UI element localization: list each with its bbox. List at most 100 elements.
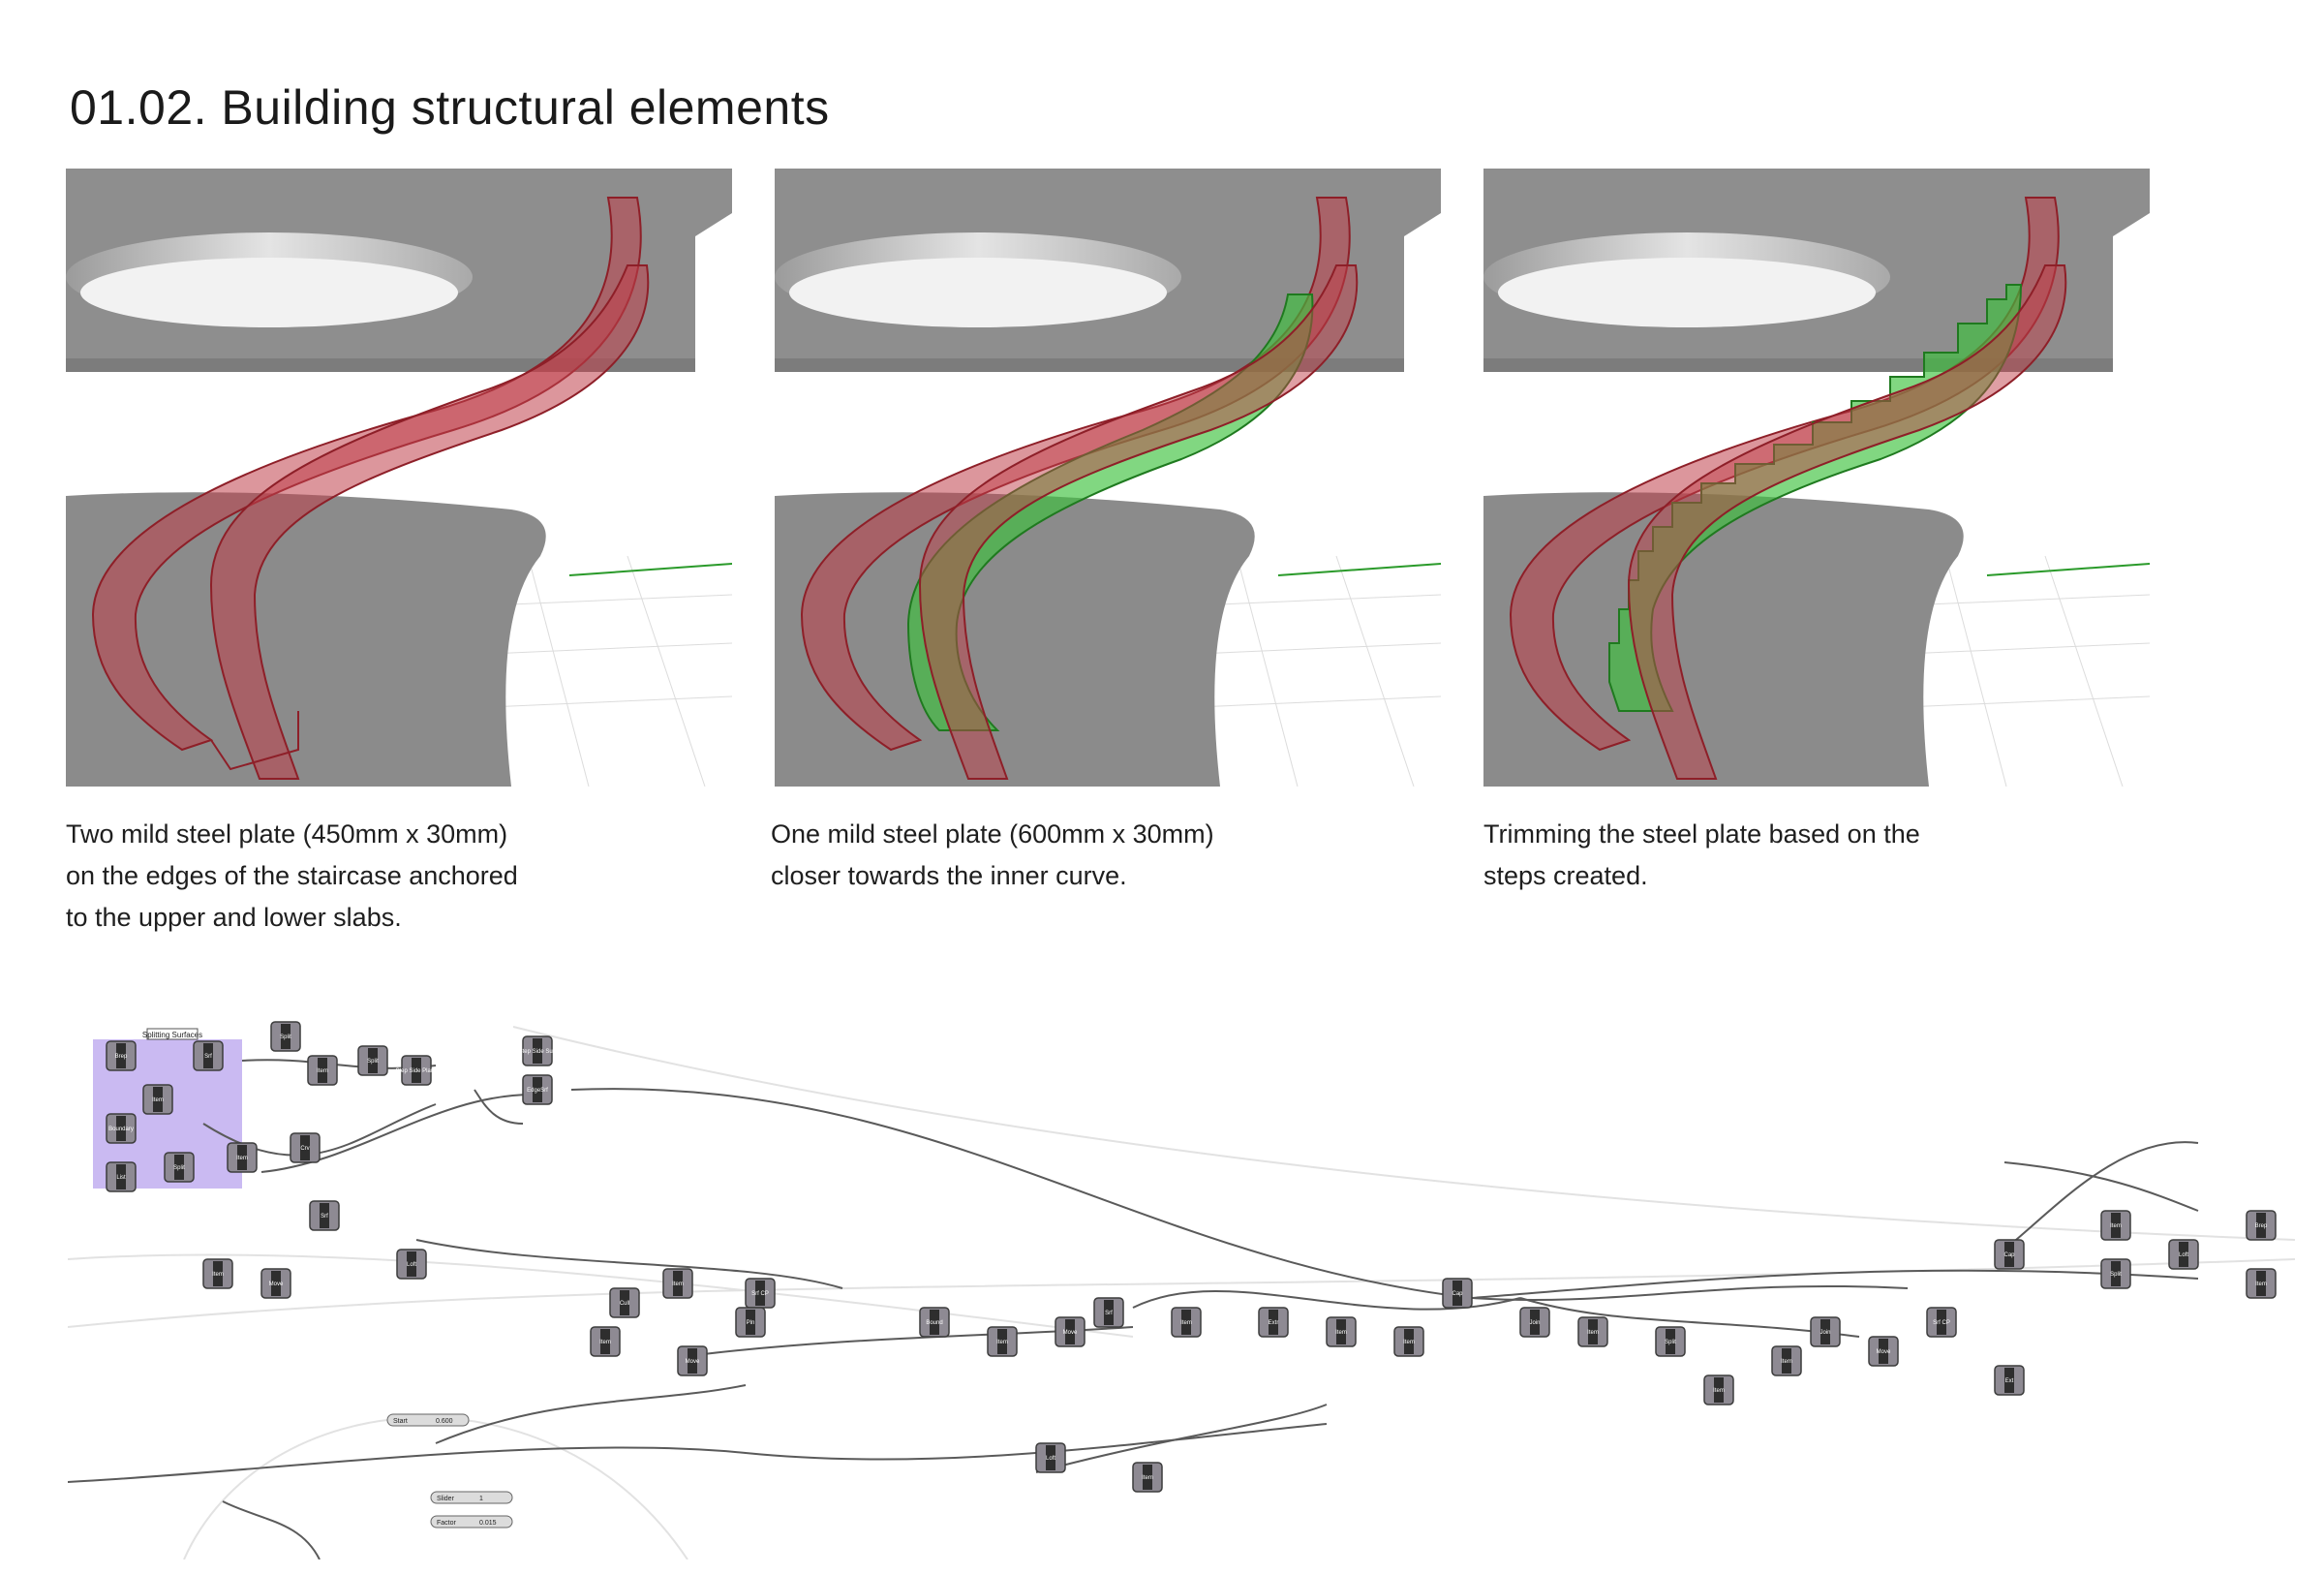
red-steel-plate-inner <box>1627 264 2067 780</box>
gh-slider-value: 0.600 <box>436 1418 453 1425</box>
gh-component-label: Item <box>1587 1330 1599 1336</box>
gh-component-node: Item <box>1132 1462 1163 1493</box>
gh-component-node: Item <box>307 1055 338 1086</box>
gh-slider-name: Factor <box>437 1520 457 1527</box>
gh-component-label: Item <box>1781 1359 1792 1365</box>
gh-component-node: Item <box>202 1258 233 1289</box>
gh-component-node: Item <box>1393 1326 1424 1357</box>
render-panel-3 <box>1483 169 2150 787</box>
gh-component-label: EdgeSrf <box>527 1088 548 1094</box>
gh-component-label: Split <box>173 1165 185 1171</box>
gh-component-node: Join <box>1519 1307 1550 1338</box>
render-panel-2 <box>775 169 1441 787</box>
gh-component-node: Cull <box>609 1287 640 1318</box>
gh-component-node: Srf <box>309 1200 340 1231</box>
gh-component-node: Item <box>142 1084 173 1115</box>
gh-component-label: Loft <box>407 1262 416 1268</box>
gh-slider-value: 1 <box>479 1496 483 1502</box>
gh-slider-name: Slider <box>437 1496 455 1502</box>
gh-component-label: Boundary <box>108 1127 134 1132</box>
gh-component-label: Crv <box>300 1146 309 1152</box>
gh-slider-name: Start <box>393 1418 408 1425</box>
caption-1-line-1: Two mild steel plate (450mm x 30mm) <box>66 819 508 849</box>
gh-component-node: Srf CP <box>745 1278 776 1309</box>
gh-component-node: Cap <box>1442 1278 1473 1309</box>
gh-component-label: Item <box>599 1340 611 1345</box>
gh-component-label: Brep <box>115 1054 128 1060</box>
gh-component-label: Split <box>2110 1272 2122 1278</box>
gh-component-node: Item <box>662 1268 693 1299</box>
gh-component-label: Loft <box>1046 1456 1055 1462</box>
gh-number-slider: Factor 0.015 <box>430 1515 513 1529</box>
gh-component-label: Srf <box>1105 1311 1113 1316</box>
gh-component-label: Item <box>996 1340 1008 1345</box>
gh-number-slider: Start 0.600 <box>386 1413 470 1427</box>
gh-component-node: Loft <box>396 1249 427 1280</box>
gh-component-node: Item <box>590 1326 621 1357</box>
gh-component-node: Move <box>260 1268 291 1299</box>
gh-component-node: Crv <box>290 1132 321 1163</box>
gh-slider-value: 0.015 <box>479 1520 497 1527</box>
gh-component-label: Item <box>1713 1388 1725 1394</box>
gh-component-node: Split <box>2100 1258 2131 1289</box>
gh-component-label: Ext <box>2005 1378 2014 1384</box>
gh-component-label: Loft <box>2179 1252 2188 1258</box>
gh-component-node: Item <box>2100 1210 2131 1241</box>
red-steel-plate-inner <box>918 264 1359 780</box>
gh-component-label: Item <box>317 1068 328 1074</box>
gh-component-label: Join <box>1819 1330 1830 1336</box>
gh-component-label: Pln <box>747 1320 755 1326</box>
gh-component-node: Split <box>1655 1326 1686 1357</box>
gh-component-label: Item <box>1180 1320 1192 1326</box>
gh-component-label: Item <box>672 1282 684 1287</box>
staircase-render-2 <box>775 169 1441 787</box>
render-panel-1 <box>66 169 732 787</box>
gh-component-node: Loft <box>1035 1442 1066 1473</box>
gh-component-node: Item <box>1326 1316 1357 1347</box>
lower-slab <box>66 492 546 787</box>
gh-component-label: Srf CP <box>751 1291 769 1297</box>
gh-component-label: Move <box>1877 1349 1891 1355</box>
gh-component-node: Srf <box>193 1040 224 1071</box>
gh-component-label: Cap <box>1452 1291 1463 1297</box>
caption-1-line-2: on the edges of the staircase anchored <box>66 861 518 890</box>
gh-component-node: Loft <box>2168 1239 2199 1270</box>
caption-1: Two mild steel plate (450mm x 30mm) on t… <box>66 814 518 939</box>
gh-component-label: Move <box>686 1359 700 1365</box>
gh-component-node: Move <box>1055 1316 1086 1347</box>
gh-component-label: Srf <box>204 1054 212 1060</box>
gh-component-label: Step Side Surf <box>519 1049 557 1055</box>
gh-component-node: Ext <box>1994 1365 2025 1396</box>
gh-component-label: Item <box>1142 1475 1153 1481</box>
lower-slab <box>1483 492 1964 787</box>
gh-component-node: Item <box>2246 1268 2277 1299</box>
gh-component-label: Join <box>1529 1320 1540 1326</box>
gh-component-node: Step Side Plane <box>395 1055 438 1086</box>
gh-component-node: Bound <box>919 1307 950 1338</box>
gh-number-slider: Slider 1 <box>430 1491 513 1504</box>
gh-component-label: Item <box>2110 1223 2122 1229</box>
gh-component-node: Cap <box>1994 1239 2025 1270</box>
wires <box>68 1059 2199 1560</box>
group-label: Splitting Surfaces <box>142 1031 202 1039</box>
gh-component-node: Join <box>1810 1316 1841 1347</box>
gh-component-node: EdgeSrf <box>522 1074 553 1105</box>
gh-component-label: Srf CP <box>1933 1320 1950 1326</box>
gh-component-label: Item <box>1403 1340 1415 1345</box>
gh-component-node: Move <box>1868 1336 1899 1367</box>
gh-component-label: Item <box>2255 1282 2267 1287</box>
gh-component-label: Item <box>152 1097 164 1103</box>
page-title: 01.02. Building structural elements <box>70 80 830 135</box>
caption-2-line-2: closer towards the inner curve. <box>771 861 1127 890</box>
caption-3-line-1: Trimming the steel plate based on the <box>1483 819 1920 849</box>
gh-component-label: Cull <box>620 1301 629 1307</box>
gh-component-label: Srf <box>321 1214 328 1220</box>
caption-1-line-3: to the upper and lower slabs. <box>66 903 402 932</box>
caption-3-line-2: steps created. <box>1483 861 1648 890</box>
staircase-render-1 <box>66 169 732 787</box>
gh-component-node: Split <box>164 1152 195 1183</box>
